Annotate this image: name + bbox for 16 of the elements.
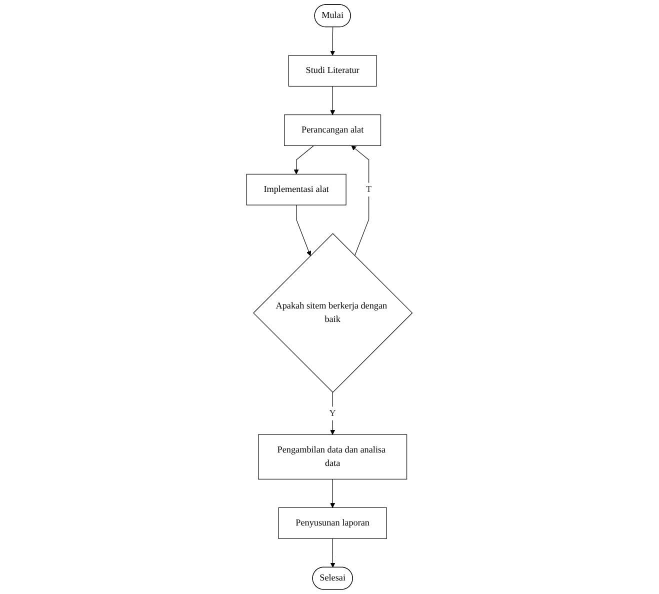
edge-label: T (366, 184, 372, 194)
node-box: Pengambilan data dan analisa data (258, 434, 408, 480)
node-box: Penyusunan laporan (278, 507, 388, 539)
node-box: Studi Literatur (288, 55, 377, 87)
node-diamond: Apakah sitem berkerja dengan baik (253, 233, 413, 393)
arrow (330, 26, 336, 56)
arrow (296, 204, 312, 256)
arrow (351, 145, 370, 256)
arrow (330, 392, 336, 435)
arrow (330, 538, 336, 568)
edge-label: Y (329, 408, 336, 418)
node-box: Implementasi alat (246, 174, 346, 206)
arrow (330, 86, 336, 116)
node-box: Perancangan alat (284, 114, 382, 146)
arrow (294, 145, 314, 174)
arrow (330, 478, 336, 508)
